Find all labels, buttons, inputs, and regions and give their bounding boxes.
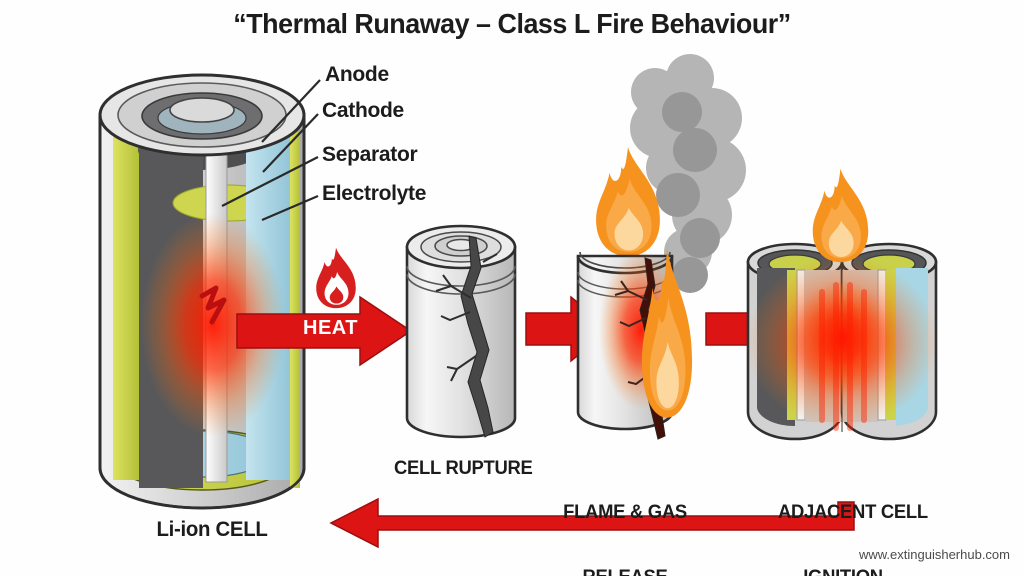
adjacent-cells: [746, 168, 938, 441]
caption-cell-rupture: CELL RUPTURE: [394, 458, 533, 479]
caption-liion-cell: Li-ion CELL: [156, 518, 268, 541]
cathode-layer: [113, 128, 139, 480]
hairline-cracks: [614, 280, 653, 386]
internal-heat-glow: [141, 213, 285, 437]
heat-arrow: [236, 295, 413, 367]
label-separator: Separator: [322, 143, 418, 166]
internal-short-crack: [199, 285, 227, 325]
heat-arrow-label: HEAT: [303, 317, 358, 339]
label-electrolyte: Electrolyte: [322, 182, 427, 205]
watermark-url: www.extinguisherhub.com: [858, 547, 1010, 562]
label-cathode: Cathode: [322, 99, 404, 122]
smoke-cloud: [630, 54, 746, 293]
burning-cell: [576, 147, 693, 440]
diagram-title: “Thermal Runaway – Class L Fire Behaviou…: [233, 8, 791, 39]
ruptured-cell: [405, 224, 517, 439]
caption-adjacent-ignition: ADJACENT CELL IGNITION: [778, 501, 928, 576]
heat-flame-icon: [316, 247, 356, 309]
cell-top-cap: [169, 97, 235, 123]
caption-flame-gas: FLAME & GAS RELEASE: [563, 501, 687, 576]
label-anode: Anode: [325, 63, 389, 86]
hairline-cracks: [435, 253, 498, 382]
feedback-arrow: [329, 497, 855, 549]
label-leader-lines: [221, 79, 321, 222]
ignition-flame: [812, 168, 869, 263]
liion-cell-cutaway: [98, 73, 306, 510]
